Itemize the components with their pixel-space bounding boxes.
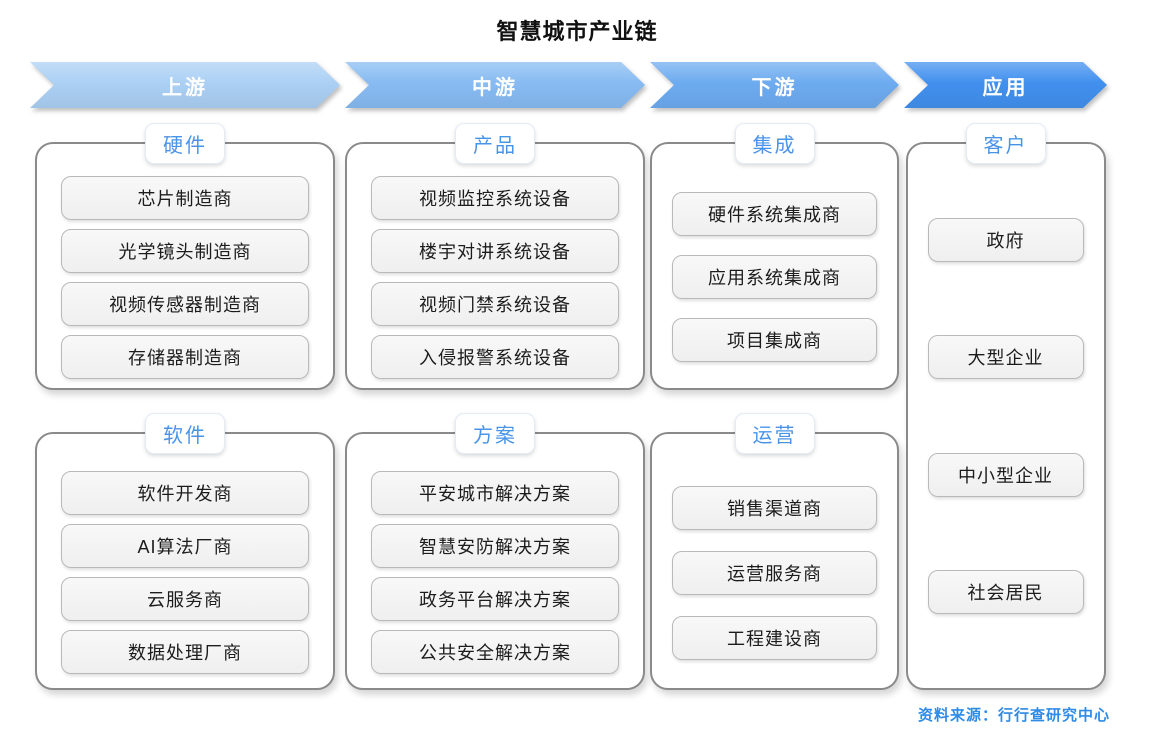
section-tab-products: 产品	[455, 123, 535, 164]
section-tab-solutions: 方案	[455, 413, 535, 454]
item-public-safety-solution: 公共安全解决方案	[371, 630, 619, 674]
stage-arrow-row: 上游 中游 下游 应用	[30, 62, 1107, 108]
item-engineering-construction-provider: 工程建设商	[672, 616, 877, 660]
section-customers: 客户 政府 大型企业 中小型企业 社会居民	[905, 123, 1106, 690]
page-title: 智慧城市产业链	[496, 19, 658, 44]
section-software: 软件 软件开发商 AI算法厂商 云服务商 数据处理厂商	[35, 413, 335, 690]
section-tab-software: 软件	[145, 413, 225, 454]
item-large-enterprise: 大型企业	[927, 335, 1084, 380]
item-sme: 中小型企业	[927, 452, 1084, 497]
column-application: 客户 政府 大型企业 中小型企业 社会居民	[904, 123, 1107, 690]
column-midstream: 产品 视频监控系统设备 楼宇对讲系统设备 视频门禁系统设备 入侵报警系统设备 方…	[345, 123, 645, 690]
section-tab-integration: 集成	[734, 123, 815, 164]
item-operation-service-provider: 运营服务商	[672, 551, 877, 595]
item-hardware-system-integrator: 硬件系统集成商	[672, 192, 877, 236]
item-video-surveillance-equipment: 视频监控系统设备	[371, 176, 619, 220]
stage-arrow-application: 应用	[904, 62, 1107, 108]
section-tab-customers: 客户	[965, 123, 1046, 164]
item-residents: 社会居民	[927, 570, 1084, 615]
item-storage-manufacturer: 存储器制造商	[61, 335, 309, 379]
data-source-label: 资料来源：行行查研究中心	[917, 707, 1110, 724]
section-hardware: 硬件 芯片制造商 光学镜头制造商 视频传感器制造商 存储器制造商	[35, 123, 335, 390]
stage-arrow-downstream: 下游	[650, 62, 899, 108]
item-cloud-service-provider: 云服务商	[61, 577, 309, 621]
section-operation: 运营 销售渠道商 运营服务商 工程建设商	[650, 413, 899, 690]
stage-arrow-upstream-banner: 上游	[30, 62, 340, 108]
stage-arrow-application-banner: 应用	[904, 62, 1107, 108]
item-government-platform-solution: 政务平台解决方案	[371, 577, 619, 621]
section-tab-hardware: 硬件	[145, 123, 225, 164]
stage-arrow-downstream-banner: 下游	[650, 62, 899, 108]
item-video-access-control-equipment: 视频门禁系统设备	[371, 282, 619, 326]
item-sales-channel-provider: 销售渠道商	[672, 486, 877, 530]
item-intrusion-alarm-equipment: 入侵报警系统设备	[371, 335, 619, 379]
item-ai-algorithm-vendor: AI算法厂商	[61, 524, 309, 568]
item-data-processing-vendor: 数据处理厂商	[61, 630, 309, 674]
item-safe-city-solution: 平安城市解决方案	[371, 471, 619, 515]
stage-arrow-upstream: 上游	[30, 62, 340, 108]
item-video-sensor-manufacturer: 视频传感器制造商	[61, 282, 309, 326]
column-downstream: 集成 硬件系统集成商 应用系统集成商 项目集成商 运营 销售渠道商 运营服务商 …	[650, 123, 899, 690]
item-optical-lens-manufacturer: 光学镜头制造商	[61, 229, 309, 273]
stage-arrow-midstream-banner: 中游	[345, 62, 645, 108]
section-integration: 集成 硬件系统集成商 应用系统集成商 项目集成商	[650, 123, 899, 390]
item-chip-manufacturer: 芯片制造商	[61, 176, 309, 220]
item-project-integrator: 项目集成商	[672, 318, 877, 362]
column-upstream: 硬件 芯片制造商 光学镜头制造商 视频传感器制造商 存储器制造商 软件 软件开发…	[30, 123, 340, 690]
item-government: 政府	[927, 217, 1084, 262]
section-solutions: 方案 平安城市解决方案 智慧安防解决方案 政务平台解决方案 公共安全解决方案	[345, 413, 645, 690]
section-tab-operation: 运营	[734, 413, 815, 454]
item-building-intercom-equipment: 楼宇对讲系统设备	[371, 229, 619, 273]
section-products: 产品 视频监控系统设备 楼宇对讲系统设备 视频门禁系统设备 入侵报警系统设备	[345, 123, 645, 390]
item-software-developer: 软件开发商	[61, 471, 309, 515]
column-grid: 硬件 芯片制造商 光学镜头制造商 视频传感器制造商 存储器制造商 软件 软件开发…	[30, 123, 1107, 690]
stage-arrow-midstream: 中游	[345, 62, 645, 108]
item-application-system-integrator: 应用系统集成商	[672, 255, 877, 299]
item-smart-security-solution: 智慧安防解决方案	[371, 524, 619, 568]
